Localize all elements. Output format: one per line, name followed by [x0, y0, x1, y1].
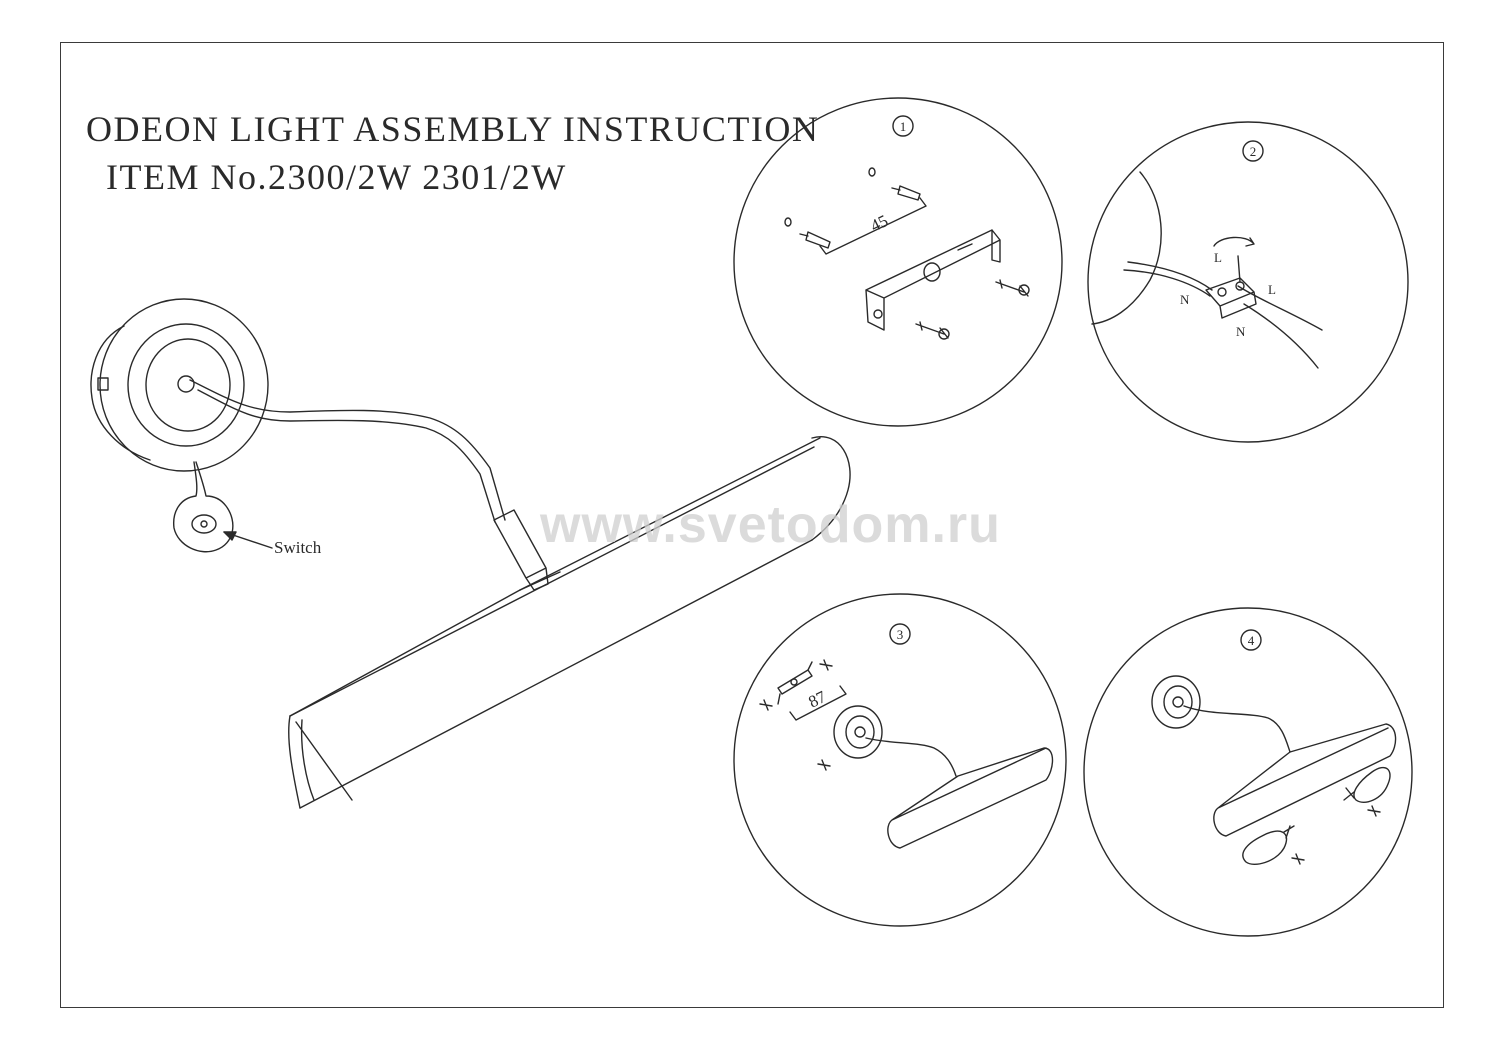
rotate-arrow-icon — [1213, 236, 1255, 247]
item-number: ITEM No.2300/2W 2301/2W — [106, 157, 567, 197]
lamp-shade — [288, 436, 851, 809]
wall-plug-icon — [891, 185, 921, 201]
screw-icon — [915, 321, 949, 339]
switch-callout — [173, 461, 273, 553]
step-1-number: 1 — [900, 119, 907, 134]
watermark: www.svetodom.ru — [540, 496, 1001, 554]
step-2: 2 L L N N — [1087, 121, 1409, 443]
lamp-arm — [189, 379, 506, 523]
mounting-bracket — [777, 661, 813, 705]
screw-icon — [819, 659, 833, 671]
bulb-icon — [1343, 766, 1391, 803]
terminal-block — [1205, 277, 1257, 319]
mounting-bracket — [865, 229, 1001, 331]
dimension-45: 45 — [867, 211, 891, 236]
step-4: 4 — [1083, 607, 1413, 937]
screw-icon — [759, 699, 773, 711]
wire-label-n: N — [1236, 324, 1246, 339]
screw-icon — [1367, 805, 1381, 817]
step-3: 3 87 — [733, 593, 1067, 927]
step-3-number: 3 — [897, 627, 904, 642]
wall-base — [90, 298, 269, 472]
wire-label-l: L — [1214, 250, 1222, 265]
wall-plug-icon — [799, 231, 831, 249]
page-frame — [60, 42, 1444, 1008]
main-lamp: Switch — [90, 298, 851, 809]
switch-label: Switch — [274, 538, 322, 557]
step-1: 1 45 — [733, 97, 1063, 427]
step-4-number: 4 — [1248, 633, 1255, 648]
screw-icon — [995, 279, 1029, 297]
screw-icon — [1291, 853, 1305, 865]
dimension-87: 87 — [805, 687, 829, 712]
wire-label-l: L — [1268, 282, 1276, 297]
screw-icon — [817, 759, 831, 771]
page-title: ODEON LIGHT ASSEMBLY INSTRUCTION — [86, 109, 820, 149]
bulb-icon — [1242, 825, 1295, 866]
step-2-number: 2 — [1250, 144, 1257, 159]
wire-label-n: N — [1180, 292, 1190, 307]
